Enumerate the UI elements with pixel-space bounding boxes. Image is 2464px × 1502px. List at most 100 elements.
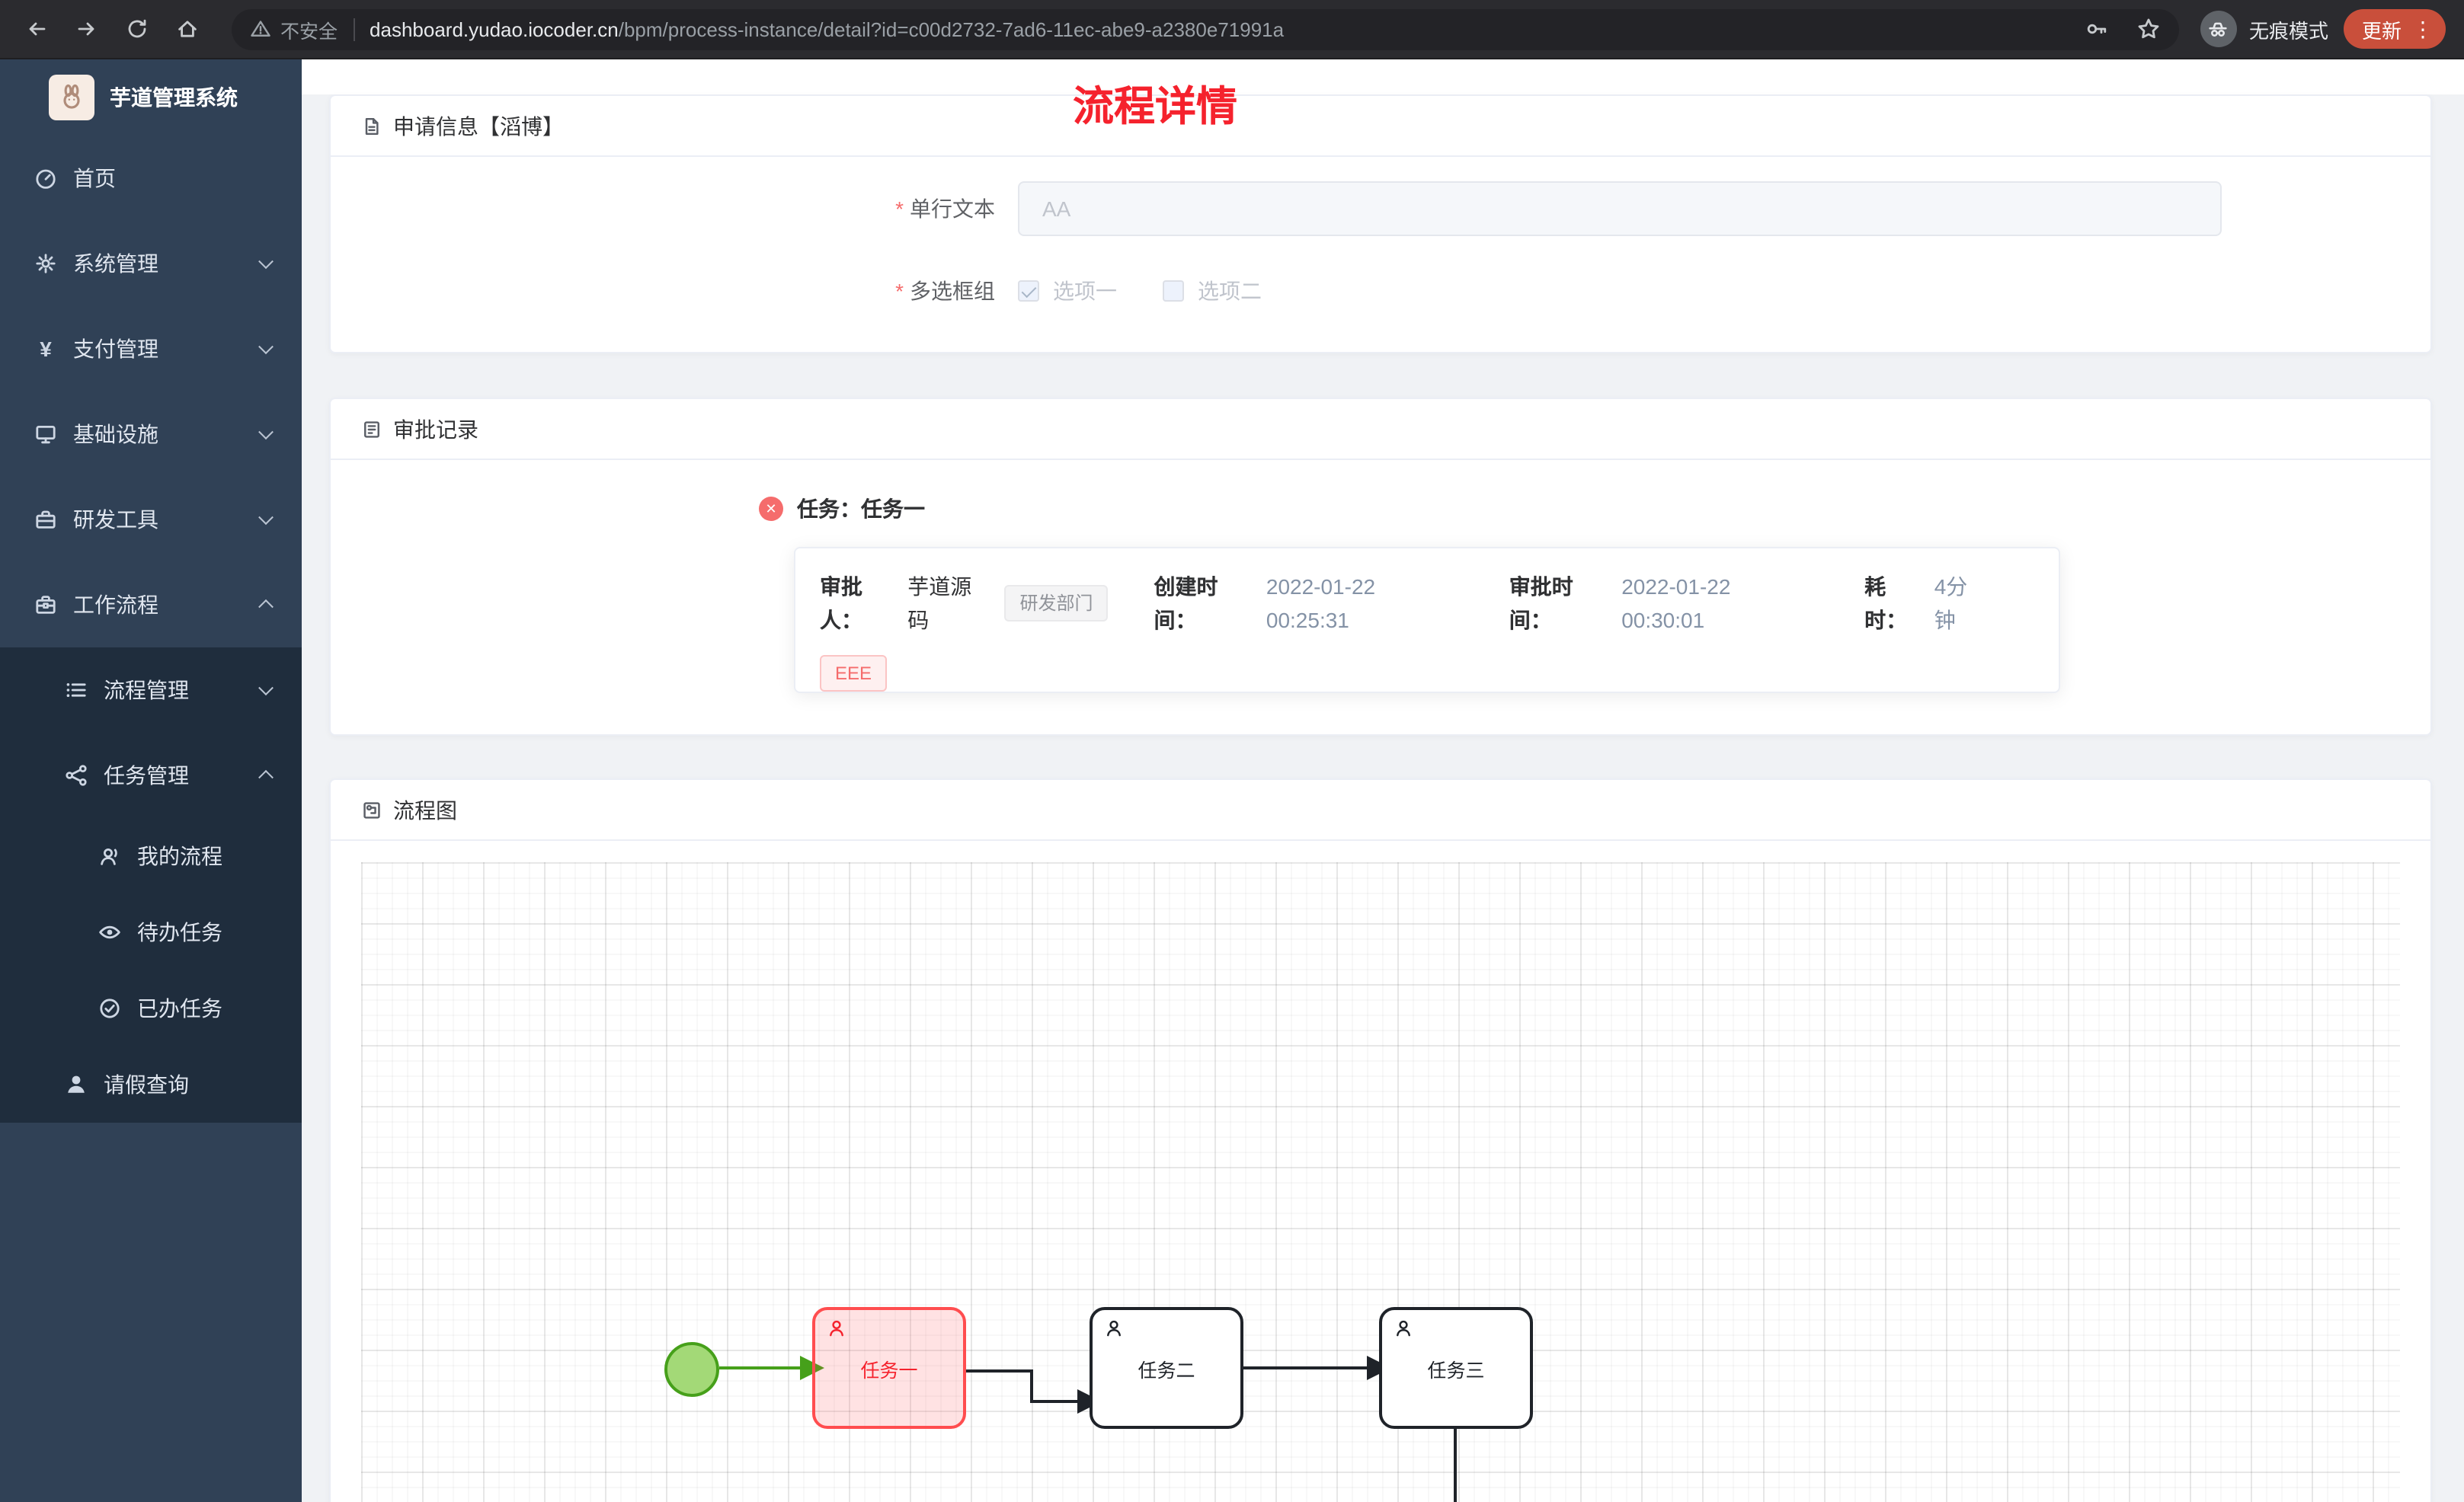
check-circle-icon (98, 996, 122, 1021)
sidebar-item-infrastructure[interactable]: 基础设施 (0, 391, 302, 477)
refresh-button[interactable] (116, 8, 158, 50)
bpmn-task-1[interactable]: 任务一 (812, 1307, 966, 1429)
chevron-down-icon (258, 510, 274, 526)
card-title: 审批记录 (393, 417, 478, 441)
content-header-band (302, 59, 2464, 94)
sidebar-item-workflow[interactable]: 工作流程 (0, 562, 302, 647)
sidebar-item-leave-query[interactable]: 请假查询 (0, 1047, 302, 1123)
chevron-down-icon (258, 424, 274, 440)
task-title: 任务：任务一 (797, 497, 925, 521)
apply-info-card: 申请信息【滔博】 单行文本 多选框组 选项一 (329, 94, 2432, 353)
chevron-up-icon (258, 599, 274, 615)
single-line-text-input[interactable] (1018, 181, 2222, 236)
create-time-label: 创建时间： (1154, 574, 1218, 632)
bpmn-task-label: 任务二 (1138, 1360, 1195, 1381)
monitor-icon (34, 422, 58, 446)
browser-toolbar: 不安全 dashboard.yudao.iocoder.cn/bpm/proce… (0, 0, 2464, 59)
sidebar-item-label: 基础设施 (73, 422, 158, 446)
bpmn-start-event[interactable] (664, 1342, 719, 1397)
url-text: dashboard.yudao.iocoder.cn/bpm/process-i… (370, 18, 1285, 40)
main-content: 流程详情 申请信息【滔博】 单行文本 多选框组 (302, 59, 2464, 1502)
process-diagram-card: 流程图 (329, 778, 2432, 1502)
sidebar-item-label: 任务管理 (104, 763, 189, 788)
record-icon (361, 418, 382, 439)
document-icon (361, 115, 382, 136)
approval-record-card: 审批记录 任务：任务一 审批人： 芋道源码 研发部门 (329, 398, 2432, 736)
chevron-down-icon (258, 339, 274, 355)
sidebar-item-process-management[interactable]: 流程管理 (0, 647, 302, 733)
list-icon (64, 678, 88, 702)
rabbit-logo-icon (49, 75, 94, 120)
security-label: 不安全 (280, 21, 338, 42)
checkbox-unchecked-icon (1163, 280, 1184, 302)
checkbox-checked-icon (1018, 280, 1039, 302)
user-task-icon (826, 1318, 847, 1339)
app-title: 芋道管理系统 (110, 85, 238, 110)
address-bar[interactable]: 不安全 dashboard.yudao.iocoder.cn/bpm/proce… (232, 8, 2179, 50)
duration-value: 4分钟 (1934, 574, 1968, 632)
task-rejected-icon (759, 497, 783, 521)
app-logo[interactable]: 芋道管理系统 (0, 59, 302, 136)
gear-icon (34, 251, 58, 276)
bookmark-star-icon[interactable] (2136, 17, 2161, 41)
home-button[interactable] (166, 8, 209, 50)
sidebar-item-label: 待办任务 (137, 920, 222, 944)
sidebar-item-label: 流程管理 (104, 678, 189, 702)
incognito-icon (2200, 11, 2237, 47)
sidebar-item-done-tasks[interactable]: 已办任务 (0, 970, 302, 1047)
checkbox-option-1[interactable]: 选项一 (1018, 276, 1117, 306)
approve-time-value: 2022-01-22 00:30:01 (1621, 574, 1731, 632)
chevron-up-icon (258, 769, 274, 785)
update-label: 更新 (2361, 19, 2402, 42)
diagram-icon (361, 799, 382, 820)
sidebar: 芋道管理系统 首页 系统管理 ¥ 支付管理 基础设施 (0, 59, 302, 1502)
approver-name: 芋道源码 (907, 574, 972, 632)
sidebar-item-system-management[interactable]: 系统管理 (0, 221, 302, 306)
sidebar-item-my-processes[interactable]: 我的流程 (0, 818, 302, 894)
sidebar-item-payment-management[interactable]: ¥ 支付管理 (0, 306, 302, 391)
update-button[interactable]: 更新 ⋮ (2343, 9, 2446, 49)
forward-button[interactable] (66, 8, 108, 50)
bpmn-canvas[interactable]: 任务一 任务二 任务三 (361, 862, 2400, 1502)
user-task-icon (1103, 1318, 1125, 1339)
not-secure-warning-icon (250, 18, 271, 40)
dashboard-icon (34, 166, 58, 190)
bpmn-task-3[interactable]: 任务三 (1379, 1307, 1533, 1429)
bpmn-task-2[interactable]: 任务二 (1090, 1307, 1243, 1429)
field-label-checkbox-group: 多选框组 (331, 276, 1007, 306)
checkbox-label: 选项一 (1053, 279, 1117, 303)
branch-icon (64, 763, 88, 788)
approval-detail-card: 审批人： 芋道源码 研发部门 创建时间： 2022-01-22 00:25:31… (794, 547, 2060, 693)
dept-tag: 研发部门 (1004, 585, 1109, 622)
card-title: 流程图 (393, 797, 457, 822)
approve-time-label: 审批时间： (1509, 574, 1573, 632)
briefcase-icon (34, 593, 58, 617)
more-menu-icon[interactable]: ⋮ (2412, 17, 2434, 41)
omnibox-divider (353, 18, 355, 40)
duration-label: 耗时： (1864, 574, 1908, 632)
sidebar-item-dev-tools[interactable]: 研发工具 (0, 477, 302, 562)
sidebar-item-home[interactable]: 首页 (0, 136, 302, 221)
approver-label: 审批人： (820, 574, 862, 632)
create-time-value: 2022-01-22 00:25:31 (1266, 574, 1376, 632)
back-button[interactable] (15, 8, 58, 50)
sidebar-item-label: 首页 (73, 166, 116, 190)
field-label-single-line-text: 单行文本 (331, 193, 1007, 224)
bpmn-task-label: 任务三 (1427, 1360, 1485, 1381)
toolbox-icon (34, 507, 58, 532)
sidebar-item-label: 我的流程 (137, 844, 222, 868)
card-title: 申请信息【滔博】 (393, 113, 564, 138)
sidebar-item-todo-tasks[interactable]: 待办任务 (0, 894, 302, 970)
sidebar-item-label: 支付管理 (73, 337, 158, 361)
person-voice-icon (98, 844, 122, 868)
checkbox-option-2[interactable]: 选项二 (1163, 276, 1262, 306)
user-task-icon (1393, 1318, 1414, 1339)
sidebar-item-task-management[interactable]: 任务管理 (0, 733, 302, 818)
password-key-icon[interactable] (2085, 17, 2109, 41)
checkbox-label: 选项二 (1198, 279, 1262, 303)
incognito-badge[interactable]: 无痕模式 (2200, 11, 2328, 47)
page-title: 流程详情 (1073, 84, 1237, 129)
yen-icon: ¥ (40, 337, 52, 361)
sidebar-item-label: 系统管理 (73, 251, 158, 276)
sidebar-item-label: 研发工具 (73, 507, 158, 532)
